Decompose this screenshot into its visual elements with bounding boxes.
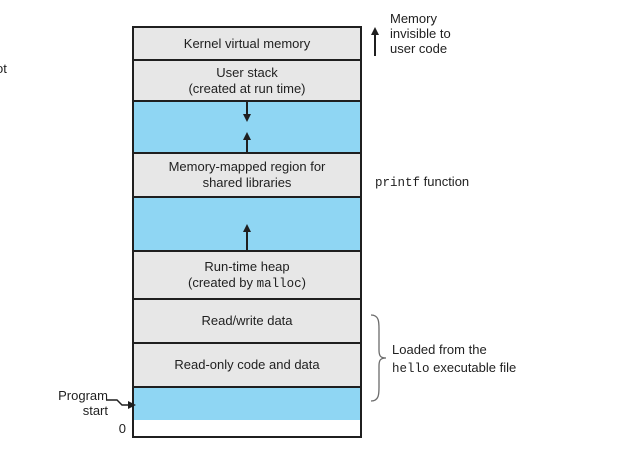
region-label: User stack <box>216 64 278 80</box>
region-label: Memory-mapped region for <box>168 159 326 174</box>
region-read-only-code: Read-only code and data <box>134 344 360 388</box>
region-label: Kernel virtual memory <box>183 35 311 51</box>
virtual-memory-column: Kernel virtual memory User stack (create… <box>132 26 362 438</box>
malloc-mono-text: malloc <box>256 276 302 291</box>
memory-invisible-note: Memory invisible to user code <box>390 11 451 56</box>
printf-mono-text: printf <box>375 176 421 190</box>
region-gap-stack-mmap <box>134 102 360 154</box>
heap-growth-up-arrow-icon <box>243 224 251 250</box>
region-label: Read/write data <box>201 313 293 328</box>
region-runtime-heap: Run-time heap (created by malloc) <box>134 252 360 300</box>
program-start-label: Program start <box>58 388 108 418</box>
region-sublabel: shared libraries <box>202 175 292 190</box>
region-kernel-virtual-memory: Kernel virtual memory <box>134 28 360 61</box>
address-zero-label: 0 <box>118 421 126 436</box>
hello-mono-text: hello <box>392 362 430 376</box>
region-sublabel: (created at run time) <box>188 80 306 96</box>
region-bottom-unused <box>134 388 360 420</box>
program-start-arrow-icon <box>106 399 136 409</box>
printf-function-note: printf function <box>375 174 470 190</box>
left-edge-text-fragment: ot <box>0 61 7 76</box>
loaded-regions-brace <box>371 314 387 402</box>
region-gap-mmap-heap <box>134 198 360 252</box>
region-label: Read-only code and data <box>174 357 320 372</box>
loaded-from-note: Loaded from the hello executable file <box>392 342 517 376</box>
region-memory-mapped: Memory-mapped region for shared librarie… <box>134 154 360 198</box>
region-sublabel: (created by malloc) <box>187 274 306 291</box>
stack-growth-down-arrow-icon <box>243 102 251 122</box>
mmap-growth-up-arrow-icon <box>243 132 251 152</box>
region-label: Run-time heap <box>204 258 290 274</box>
region-user-stack: User stack (created at run time) <box>134 61 360 102</box>
region-read-write-data: Read/write data <box>134 300 360 344</box>
memory-invisible-up-arrow-icon <box>371 27 379 56</box>
